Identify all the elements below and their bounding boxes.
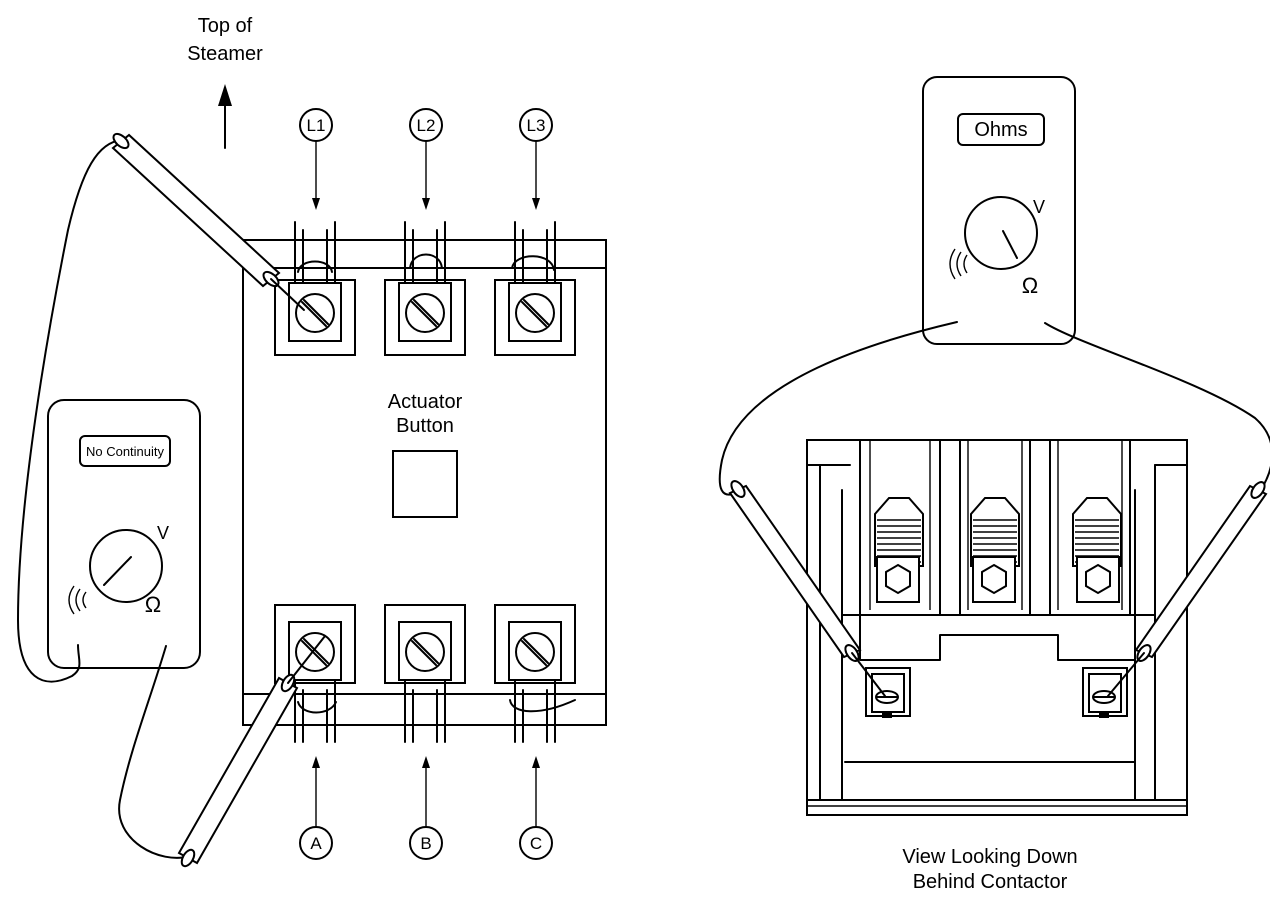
meter-left-volt-mark: V xyxy=(157,523,169,543)
rear-aux-terminals xyxy=(865,667,1128,718)
multimeter-right xyxy=(922,76,1076,345)
terminal-label-l2: L2 xyxy=(417,116,436,135)
terminal-label-b: B xyxy=(420,834,431,853)
load-terminal-callouts xyxy=(299,756,553,860)
meter-right-ohm-icon: Ω xyxy=(1022,273,1038,298)
test-lead-right xyxy=(718,321,1270,496)
top-of-steamer-line1: Top of xyxy=(198,15,253,37)
ohm-icon: Ω xyxy=(145,592,161,617)
up-arrow-icon xyxy=(218,84,232,149)
multimeter-left xyxy=(47,399,201,669)
top-of-steamer-line2: Steamer xyxy=(187,43,263,65)
meter-right-volt-mark: V xyxy=(1033,197,1045,217)
top-terminal-straps xyxy=(294,221,556,283)
actuator-button[interactable] xyxy=(392,450,458,518)
rear-clips xyxy=(876,556,1120,603)
rear-coils xyxy=(874,497,1122,567)
test-probe-right-a xyxy=(728,480,886,697)
meter-left-display: No Continuity xyxy=(86,444,165,459)
test-probe-lower xyxy=(177,635,326,868)
meter-right-display: Ohms xyxy=(974,119,1027,141)
caption-line1: View Looking Down xyxy=(902,846,1077,868)
test-probe-right-b xyxy=(1107,481,1268,697)
line-terminal-callouts xyxy=(299,108,553,210)
terminal-label-l3: L3 xyxy=(527,116,546,135)
terminal-label-c: C xyxy=(530,834,542,853)
test-lead-left xyxy=(17,139,191,859)
bottom-terminal-straps xyxy=(294,679,576,743)
terminal-label-l1: L1 xyxy=(307,116,326,135)
caption-line2: Behind Contactor xyxy=(913,871,1068,893)
test-probe-upper xyxy=(111,132,305,311)
actuator-label-line1: Actuator xyxy=(388,391,463,413)
actuator-label-line2: Button xyxy=(396,415,454,437)
contactor-rear-view xyxy=(806,439,1188,816)
terminal-label-a: A xyxy=(310,834,322,853)
